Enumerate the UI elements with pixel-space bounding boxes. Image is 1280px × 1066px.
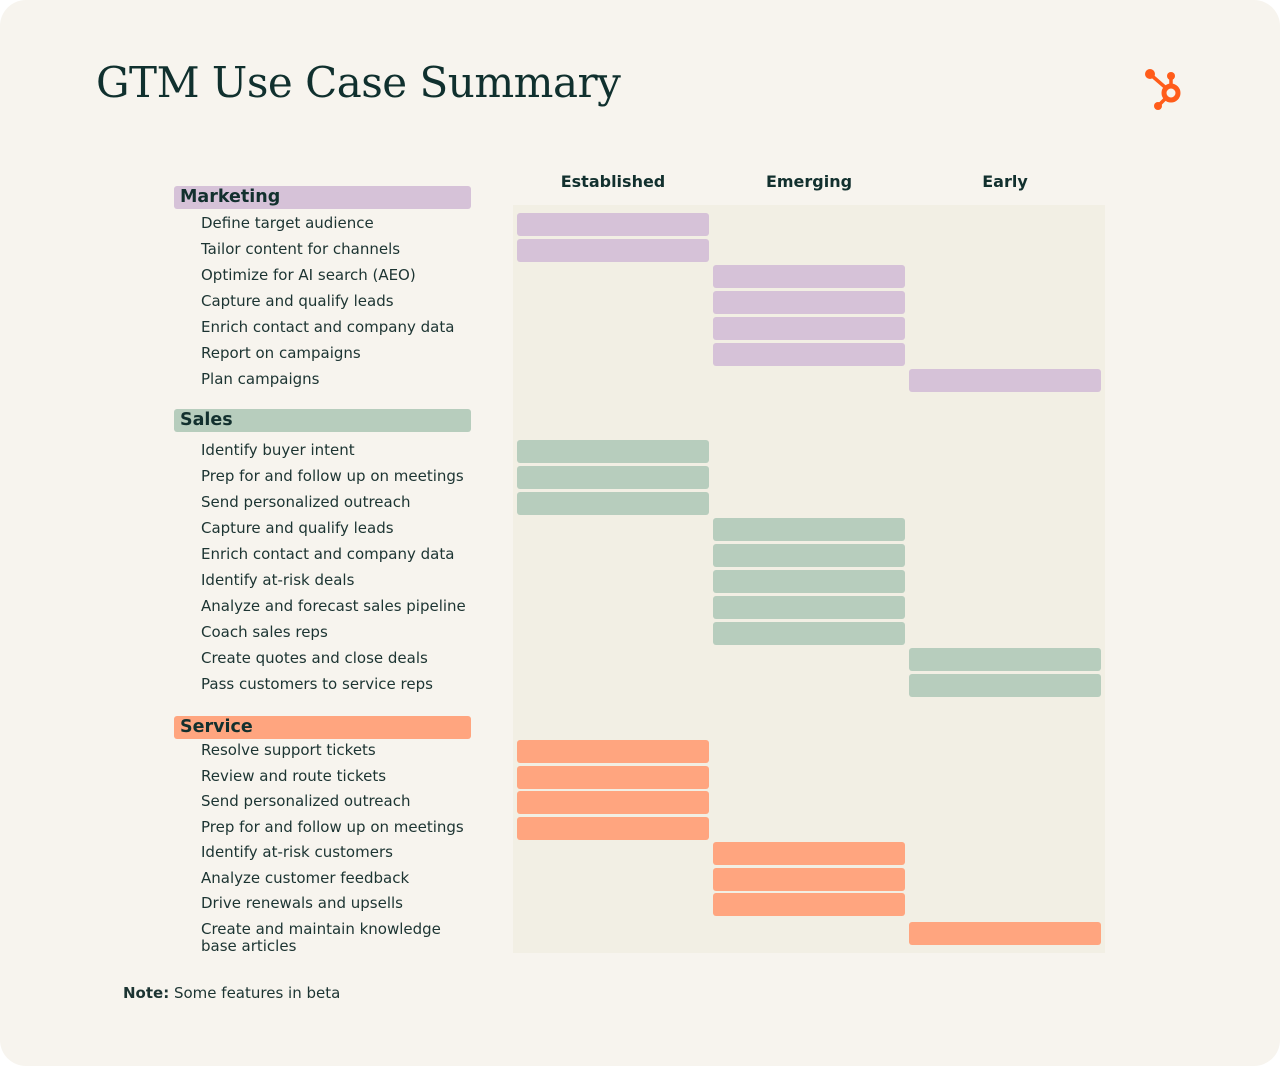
use-case-label: Resolve support tickets [201, 741, 376, 759]
use-case-label: Report on campaigns [201, 344, 361, 362]
use-case-label: Analyze customer feedback [201, 868, 410, 887]
bar-sales-established [517, 466, 709, 489]
bar-sales-emerging [713, 570, 905, 593]
bar-service-established [517, 740, 709, 763]
use-case-label: Send personalized outreach [201, 493, 411, 511]
use-case-label: Coach sales reps [201, 623, 328, 641]
use-case-label: Create and maintain knowledge base artic… [201, 919, 441, 955]
bar-marketing-emerging [713, 265, 905, 288]
use-case-label: Plan campaigns [201, 370, 320, 388]
use-case-label: Enrich contact and company data [201, 545, 455, 563]
use-case-label: Send personalized outreach [201, 792, 411, 810]
footnote-label: Note: [123, 984, 170, 1002]
bar-sales-emerging [713, 596, 905, 619]
bar-sales-emerging [713, 544, 905, 567]
category-header-sales: Sales [174, 409, 471, 432]
page-title: GTM Use Case Summary [96, 58, 621, 107]
bar-sales-established [517, 492, 709, 515]
bar-sales-established [517, 440, 709, 463]
bar-marketing-emerging [713, 291, 905, 314]
hubspot-sprocket-icon [1145, 69, 1181, 110]
use-case-label: Capture and qualify leads [201, 292, 394, 310]
use-case-label: Analyze and forecast sales pipeline [201, 597, 466, 615]
use-case-label: Define target audience [201, 214, 374, 232]
use-case-label: Drive renewals and upsells [201, 894, 403, 912]
bar-service-established [517, 816, 709, 840]
bar-service-early [909, 921, 1101, 945]
bar-service-emerging [713, 893, 905, 916]
category-header-marketing: Marketing [174, 186, 471, 209]
use-case-label: Optimize for AI search (AEO) [201, 266, 416, 284]
use-case-label: Enrich contact and company data [201, 318, 455, 336]
use-case-label: Identify buyer intent [201, 441, 355, 459]
bar-marketing-emerging [713, 343, 905, 366]
use-case-label: Create quotes and close deals [201, 649, 428, 667]
bar-sales-emerging [713, 518, 905, 541]
bar-service-emerging [713, 842, 905, 865]
bar-service-emerging [713, 867, 905, 891]
footnote-text: Some features in beta [173, 984, 341, 1002]
category-header-service: Service [174, 716, 471, 739]
bar-sales-emerging [713, 622, 905, 645]
footnote: Note: Some features in beta [123, 984, 340, 1002]
bar-service-established [517, 765, 709, 789]
use-case-label: Prep for and follow up on meetings [201, 817, 464, 836]
bar-sales-early [909, 674, 1101, 697]
bar-service-established [517, 791, 709, 814]
bar-marketing-emerging [713, 317, 905, 340]
use-case-label: Tailor content for channels [201, 240, 401, 258]
use-case-label: Capture and qualify leads [201, 519, 394, 537]
use-case-label: Identify at-risk deals [201, 571, 355, 589]
use-case-label: Identify at-risk customers [201, 843, 393, 861]
column-header-established: Established [560, 172, 666, 191]
bar-marketing-established [517, 213, 709, 236]
column-header-emerging: Emerging [765, 172, 853, 191]
column-header-early: Early [982, 172, 1028, 191]
use-case-label: Prep for and follow up on meetings [201, 467, 464, 485]
use-case-label: Pass customers to service reps [201, 675, 433, 693]
bar-marketing-established [517, 239, 709, 262]
use-case-label: Review and route tickets [201, 766, 387, 785]
bar-sales-early [909, 648, 1101, 671]
bar-marketing-early [909, 369, 1101, 392]
